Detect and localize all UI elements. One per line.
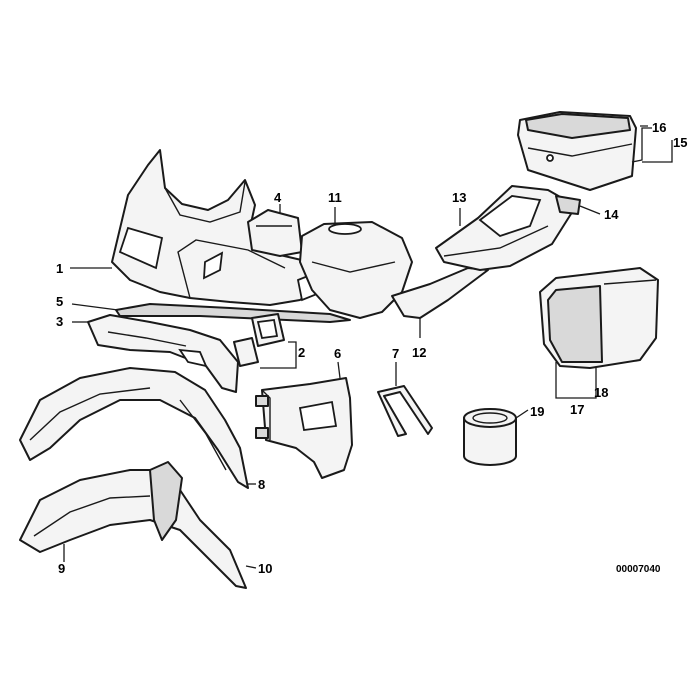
callout-17: 17 [570,402,584,417]
part-16-top-case [517,111,637,191]
callout-6: 6 [334,346,341,361]
part-6-center-panel [255,377,353,479]
callout-1: 1 [56,261,63,276]
callout-16: 16 [652,120,666,135]
part-2-covers [233,313,285,367]
part-10-fender-trim [149,461,183,541]
callout-5: 5 [56,294,63,309]
part-3-inner-panel [87,314,239,393]
part-17-side-case [539,267,659,369]
part-12-lower-rear-panel [391,267,489,319]
callout-3: 3 [56,314,63,329]
callout-labels: 1 2 3 4 5 6 7 8 9 10 11 12 13 14 15 16 1… [56,120,687,576]
callout-10: 10 [258,561,272,576]
part-13-tail-section [435,185,577,271]
part-4-trim-panel [247,209,303,257]
callout-9: 9 [58,561,65,576]
callout-2: 2 [298,345,305,360]
callout-19: 19 [530,404,544,419]
part-9-fender [19,469,247,589]
callout-7: 7 [392,346,399,361]
callout-4: 4 [274,190,282,205]
callout-18: 18 [594,385,608,400]
part-11-tank-cover [299,221,413,319]
part-7-bracket [377,385,433,437]
callout-11: 11 [328,190,342,205]
reference-code: 00007040 [616,564,661,575]
callout-13: 13 [452,190,466,205]
callout-12: 12 [412,345,426,360]
part-5-seal-strip [115,303,351,323]
part-19-tape-roll [463,408,517,466]
callout-15: 15 [673,135,687,150]
part-1-front-fairing [111,149,331,306]
leader-lines [63,125,673,569]
callout-8: 8 [258,477,265,492]
part-8-fender [19,367,249,489]
callout-14: 14 [604,207,619,222]
part-14-tail-piece [555,195,581,215]
